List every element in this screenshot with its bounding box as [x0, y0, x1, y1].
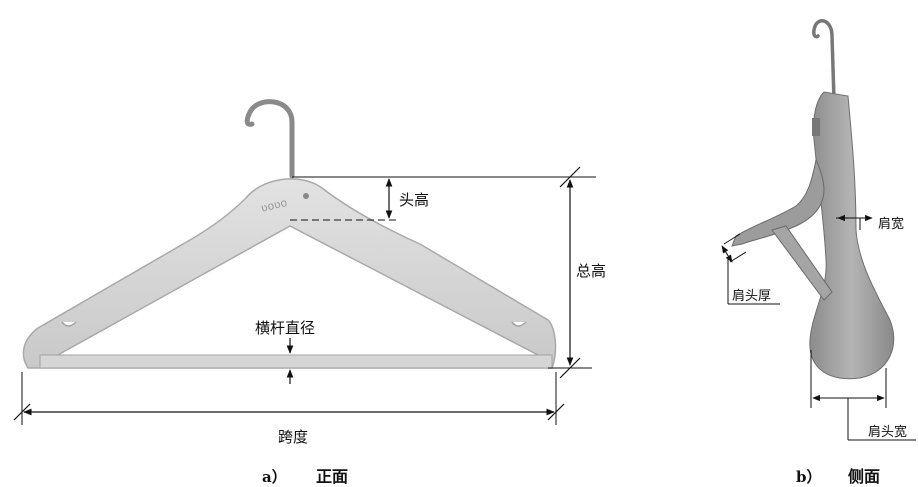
span-tick-left: [13, 403, 31, 421]
side-caption-text: 侧面: [848, 467, 880, 486]
side-view: 肩宽 肩头厚 肩头宽 b） 侧面: [721, 19, 916, 486]
head-height-label: 头高: [399, 191, 429, 209]
front-cross-bar: [39, 354, 553, 369]
shoulder-head-thickness-tick-b: [729, 251, 747, 263]
front-brand-mark: ʋoʋo: [260, 196, 289, 215]
total-height-tick-top: [559, 166, 581, 188]
shoulder-head-width-label: 肩头宽: [868, 424, 907, 440]
side-hanger-brace: [771, 225, 833, 301]
front-right-notch: [511, 321, 527, 327]
shoulder-head-thickness-tick-a: [723, 233, 741, 245]
front-hanger-hook: [244, 99, 295, 179]
side-brand-mark: [812, 118, 820, 136]
front-view: ʋoʋo 头高 总高 横杆直径 跨度 a） 正面: [13, 99, 606, 486]
shoulder-head-thickness-dimension: [721, 245, 733, 263]
side-hanger-body: [809, 91, 895, 380]
shoulder-width-label: 肩宽: [878, 216, 904, 232]
bar-diameter-label: 横杆直径: [255, 319, 315, 337]
front-caption-text: 正面: [316, 467, 348, 486]
front-screw: [303, 193, 309, 199]
total-height-tick-bottom: [559, 357, 581, 379]
span-tick-right: [547, 403, 565, 421]
side-hanger-hook: [812, 19, 836, 102]
front-left-notch: [61, 321, 77, 327]
front-caption-letter: a）: [262, 468, 287, 486]
span-label: 跨度: [278, 428, 308, 446]
side-caption-letter: b）: [796, 468, 822, 486]
total-height-label: 总高: [576, 262, 606, 280]
shoulder-head-thickness-label: 肩头厚: [732, 288, 771, 304]
